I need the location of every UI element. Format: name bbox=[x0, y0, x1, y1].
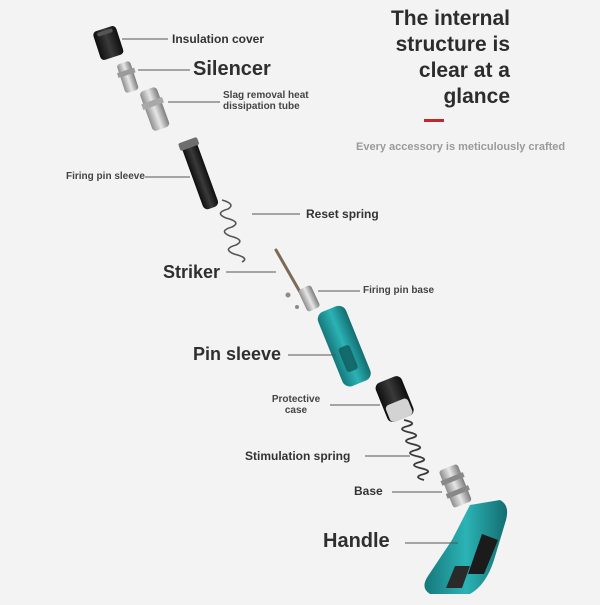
striker-part bbox=[274, 248, 302, 294]
label-silencer: Silencer bbox=[193, 58, 271, 80]
leader-lines bbox=[122, 38, 458, 544]
silencer-part bbox=[116, 61, 139, 93]
label-firing-pin-sleeve: Firing pin sleeve bbox=[66, 171, 145, 182]
stimulation-spring-part bbox=[401, 419, 430, 481]
label-pin-sleeve: Pin sleeve bbox=[193, 344, 282, 364]
protective-case-part bbox=[375, 376, 414, 422]
base-part bbox=[439, 464, 472, 508]
label-base: Base bbox=[354, 484, 383, 498]
label-protective-line2: case bbox=[284, 405, 308, 416]
label-slag-tube-line2: dissipation tube bbox=[223, 101, 300, 112]
label-insulation-cover: Insulation cover bbox=[172, 32, 265, 46]
label-firing-pin-base: Firing pin base bbox=[363, 285, 435, 296]
handle-part bbox=[424, 500, 508, 594]
firing-pin-sleeve-part bbox=[178, 137, 219, 210]
label-handle: Handle bbox=[323, 530, 390, 552]
page-subtitle: Every accessory is meticulously crafted bbox=[356, 141, 566, 153]
pin-sleeve-part bbox=[317, 305, 371, 387]
label-protective-line1: Protective bbox=[271, 394, 321, 405]
striker-pin-dot bbox=[285, 292, 291, 298]
page-heading: The internal structure is clear at a gla… bbox=[390, 7, 510, 108]
accent-bar bbox=[424, 119, 444, 122]
firing-pin-base-part bbox=[298, 285, 320, 312]
insulation-cover-part bbox=[93, 26, 124, 60]
reset-spring-part bbox=[219, 199, 246, 263]
slag-tube-part bbox=[140, 87, 170, 131]
label-slag-tube-line1: Slag removal heat bbox=[223, 90, 309, 101]
label-reset-spring: Reset spring bbox=[306, 207, 379, 221]
label-stimulation-spring: Stimulation spring bbox=[245, 449, 351, 463]
label-striker: Striker bbox=[163, 262, 221, 282]
striker-pin-dot-2 bbox=[295, 305, 299, 309]
